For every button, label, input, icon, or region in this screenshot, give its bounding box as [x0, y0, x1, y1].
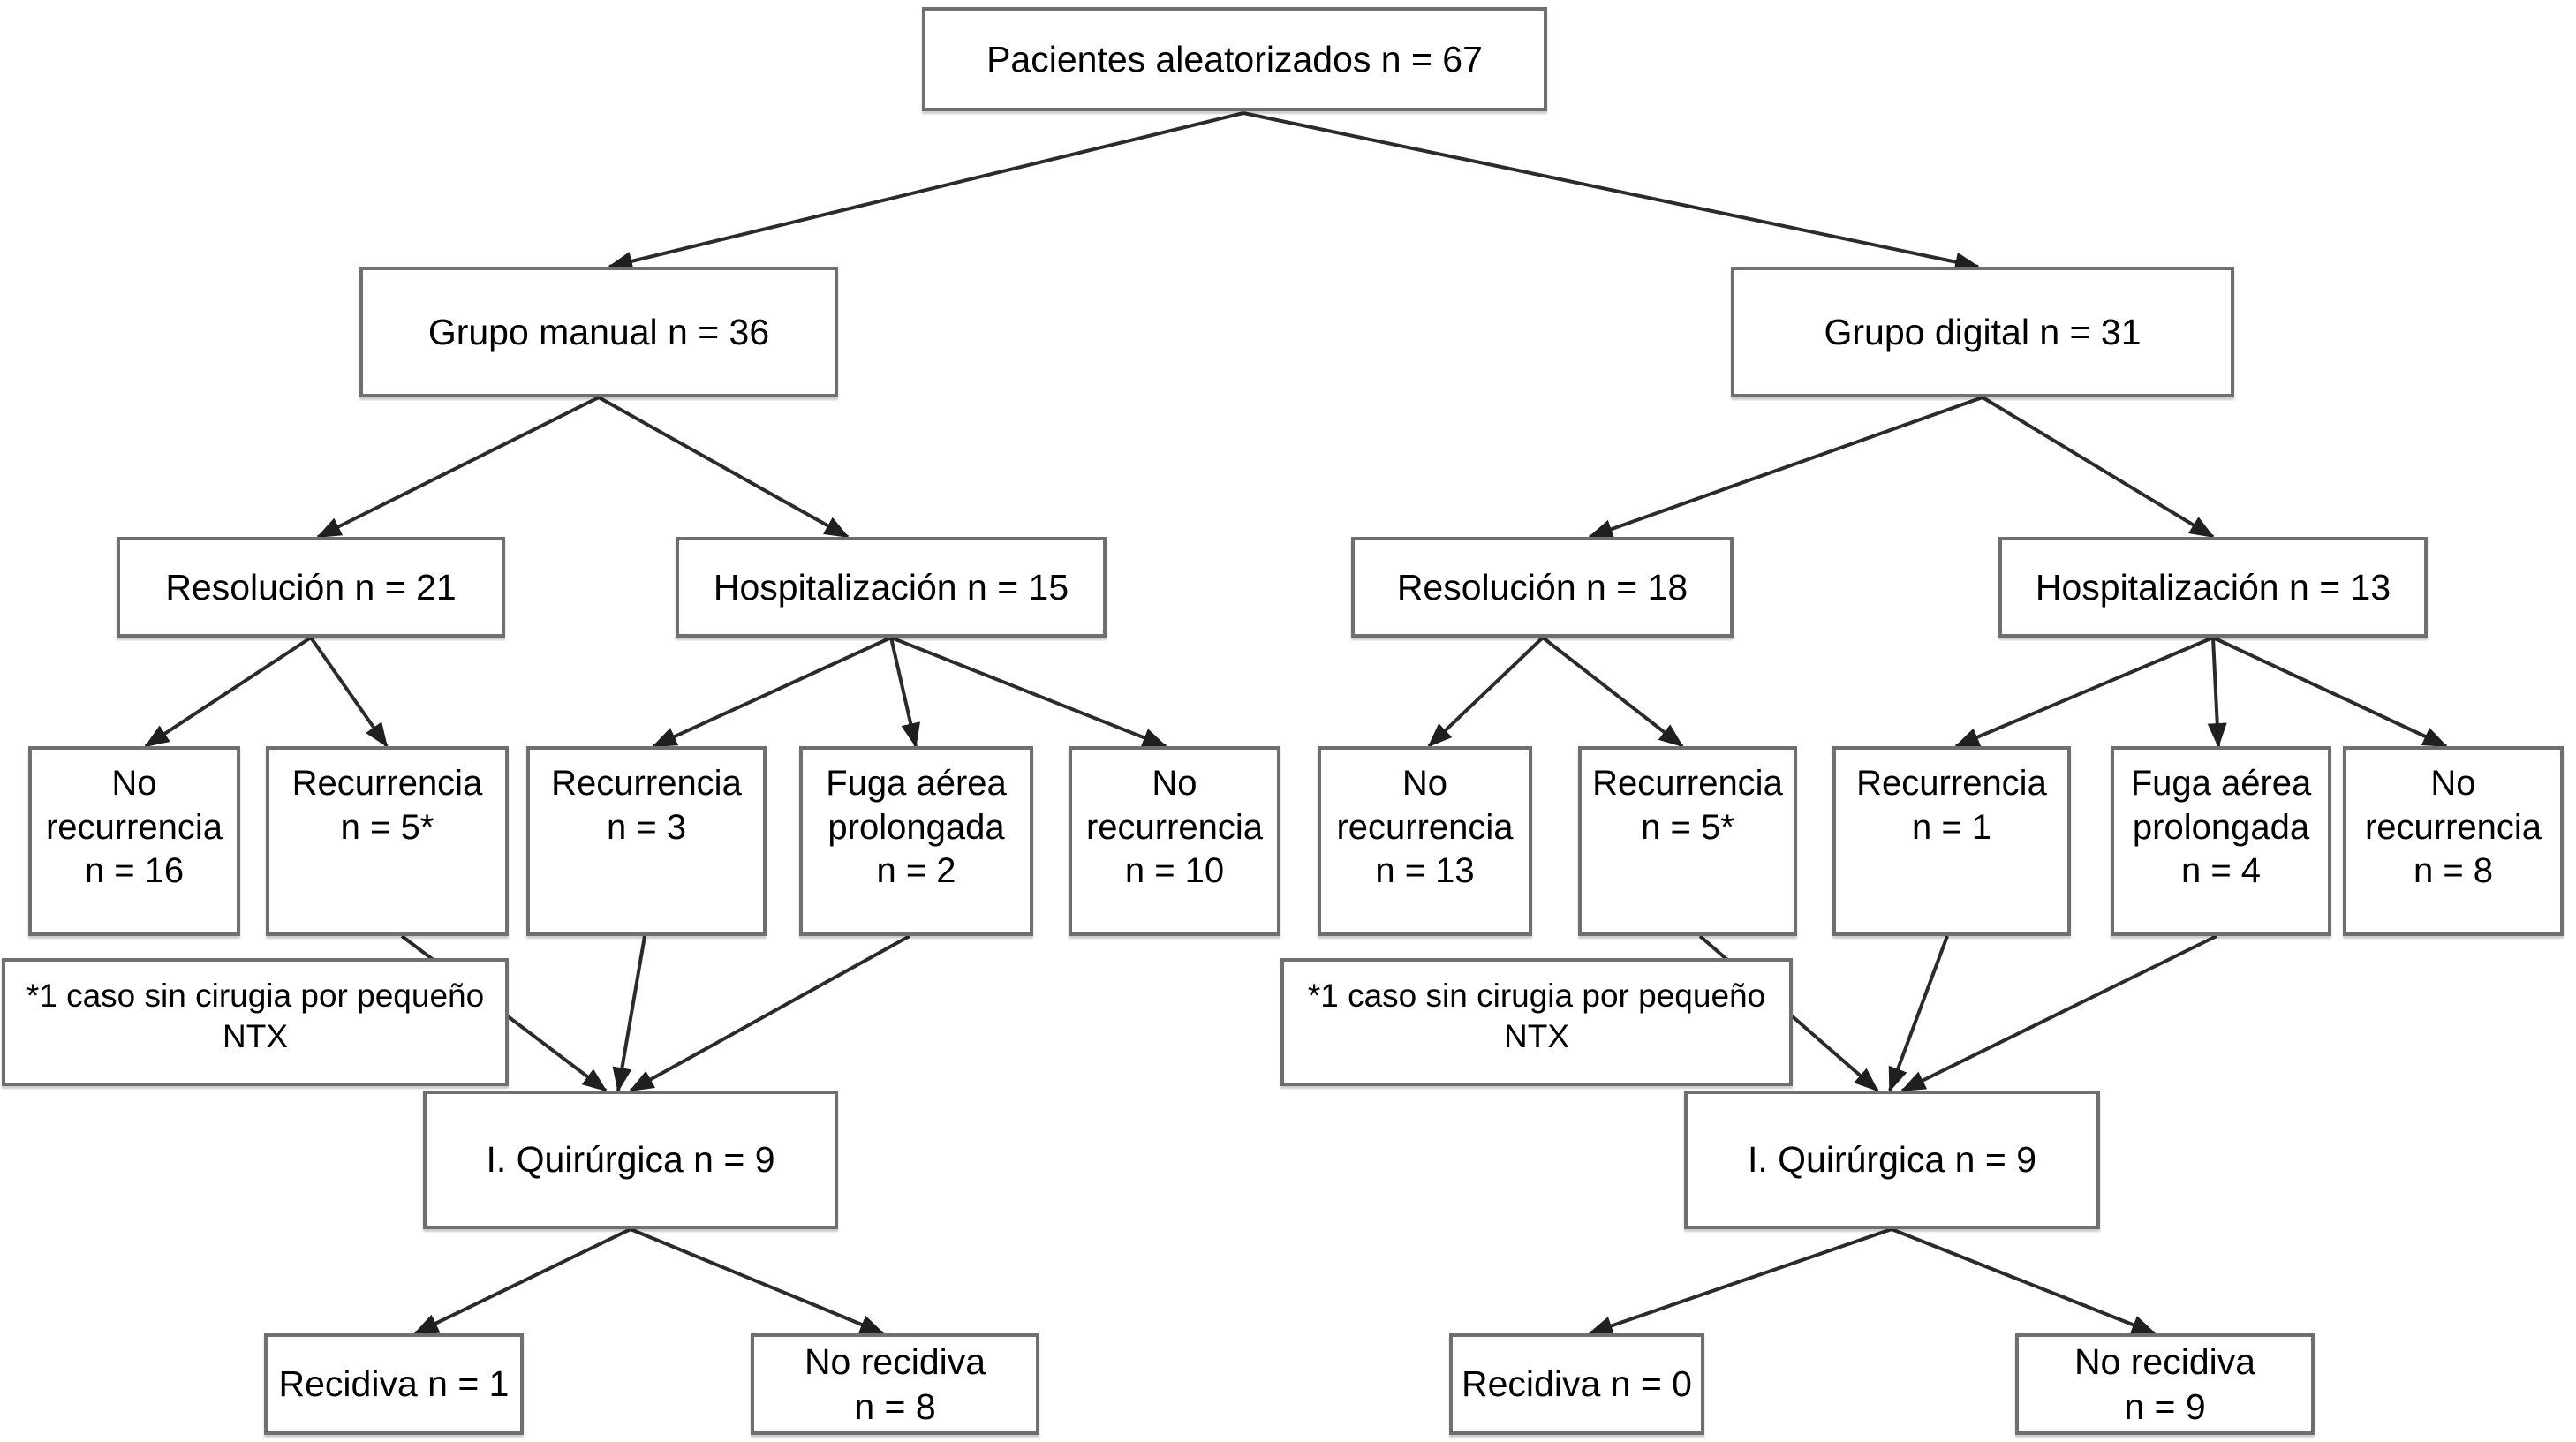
flow-node-manual-no-relapse: No recidiva n = 8	[751, 1333, 1039, 1435]
flow-node-digital-air-leak: Fuga aérea prolongada n = 4	[2111, 746, 2331, 936]
arrow-manual-surgery-to-relapse	[413, 1227, 631, 1335]
flow-node-label: No recurrencia n = 13	[1336, 764, 1514, 891]
arrow-manual-surgery-to-no-relapse	[630, 1227, 885, 1335]
flow-node-label: No recidiva n = 9	[2074, 1340, 2256, 1427]
arrow-manual-hosp-recurrence-to-surgery	[612, 935, 646, 1092]
arrow-manual-resolution-to-no-recurrence	[144, 636, 313, 748]
flow-node-digital-footnote: *1 caso sin cirugia por pequeño NTX	[1280, 958, 1793, 1086]
flow-node-digital-hosp-no-recurrence: No recurrencia n = 8	[2343, 746, 2564, 936]
arrow-digital-hosp-recurrence-to-surgery	[1888, 935, 1949, 1092]
arrow-randomized-to-digital-group	[1243, 111, 1980, 272]
flow-node-label: Recurrencia n = 1	[1856, 764, 2047, 847]
flow-node-label: Recidiva n = 1	[278, 1363, 510, 1405]
flow-node-manual-air-leak: Fuga aérea prolongada n = 2	[799, 746, 1033, 936]
flow-node-label: Fuga aérea prolongada n = 4	[2130, 764, 2312, 891]
flow-node-digital-recurrence: Recurrencia n = 5*	[1578, 746, 1797, 936]
flow-node-digital-hospitalization: Hospitalización n = 13	[1998, 537, 2428, 638]
arrow-digital-hosp-to-recurrence	[1954, 636, 2214, 748]
arrow-digital-resolution-to-recurrence	[1541, 636, 1684, 748]
flow-node-manual-resolution: Resolución n = 21	[117, 537, 505, 638]
flow-node-manual-group: Grupo manual n = 36	[359, 267, 838, 397]
flow-node-manual-hosp-no-recurrence: No recurrencia n = 10	[1069, 746, 1280, 936]
flow-node-manual-surgery: I. Quirúrgica n = 9	[423, 1091, 838, 1229]
flow-node-manual-recurrence: Recurrencia n = 5*	[266, 746, 509, 936]
flow-node-manual-hosp-recurrence: Recurrencia n = 3	[526, 746, 767, 936]
flow-node-label: Recurrencia n = 5*	[1592, 764, 1783, 847]
flow-node-digital-hosp-recurrence: Recurrencia n = 1	[1832, 746, 2071, 936]
flow-node-label: Hospitalización n = 15	[713, 566, 1069, 608]
arrow-manual-hosp-to-air-leak	[889, 637, 920, 748]
flow-node-manual-footnote: *1 caso sin cirugia por pequeño NTX	[2, 958, 509, 1086]
flow-node-label: *1 caso sin cirugia por pequeño NTX	[26, 978, 485, 1054]
flow-node-label: I. Quirúrgica n = 9	[486, 1139, 775, 1181]
arrow-manual-resolution-to-recurrence	[309, 636, 389, 748]
flow-node-label: I. Quirúrgica n = 9	[1747, 1139, 2037, 1181]
flow-node-digital-resolution: Resolución n = 18	[1351, 537, 1734, 638]
arrow-digital-group-to-hospitalization	[1981, 396, 2215, 539]
flow-node-digital-surgery: I. Quirúrgica n = 9	[1684, 1091, 2100, 1229]
arrow-manual-group-to-hospitalization	[598, 396, 850, 539]
flow-node-manual-relapse: Recidiva n = 1	[264, 1333, 524, 1435]
arrow-manual-group-to-resolution	[316, 396, 600, 539]
flow-node-digital-relapse: Recidiva n = 0	[1449, 1333, 1704, 1435]
flow-node-label: No recurrencia n = 8	[2364, 764, 2542, 891]
flow-node-label: Hospitalización n = 13	[2035, 566, 2391, 608]
arrow-digital-hosp-to-no-recurrence	[2212, 636, 2448, 748]
arrow-digital-air-leak-to-surgery	[1900, 934, 2217, 1092]
flow-node-label: Recurrencia n = 3	[551, 764, 742, 847]
flow-node-label: *1 caso sin cirugia por pequeño NTX	[1307, 978, 1766, 1054]
arrow-digital-surgery-to-no-relapse	[1891, 1227, 2157, 1335]
arrow-manual-hosp-to-no-recurrence	[890, 636, 1167, 748]
flow-node-label: No recurrencia n = 16	[45, 764, 223, 891]
arrow-digital-surgery-to-relapse	[1588, 1227, 1892, 1335]
flow-node-label: Fuga aérea prolongada n = 2	[826, 764, 1007, 891]
arrow-manual-air-leak-to-surgery	[629, 934, 910, 1092]
flow-node-label: Pacientes aleatorizados n = 67	[986, 38, 1483, 79]
flow-node-label: Grupo manual n = 36	[427, 311, 770, 352]
flow-node-label: Recidiva n = 0	[1462, 1363, 1692, 1405]
arrow-digital-resolution-to-no-recurrence	[1427, 636, 1545, 748]
flow-node-label: Recurrencia n = 5*	[291, 764, 483, 847]
flow-node-manual-hospitalization: Hospitalización n = 15	[676, 537, 1107, 638]
flow-node-label: Resolución n = 18	[1396, 566, 1688, 608]
flow-node-digital-group: Grupo digital n = 31	[1731, 267, 2234, 397]
flow-node-randomized: Pacientes aleatorizados n = 67	[922, 7, 1547, 111]
flow-node-label: Resolución n = 21	[165, 566, 457, 608]
flow-node-label: No recidiva n = 8	[804, 1340, 986, 1427]
flow-node-digital-no-relapse: No recidiva n = 9	[2015, 1333, 2315, 1435]
flow-node-label: No recurrencia n = 10	[1085, 764, 1264, 891]
arrow-digital-hosp-to-air-leak	[2207, 637, 2227, 748]
arrow-digital-group-to-resolution	[1588, 396, 1983, 539]
flow-node-label: Grupo digital n = 31	[1824, 311, 2142, 352]
flow-node-digital-no-recurrence: No recurrencia n = 13	[1318, 746, 1532, 936]
arrow-randomized-to-manual-group	[608, 111, 1244, 271]
arrow-manual-hosp-to-recurrence	[652, 636, 892, 748]
flow-node-manual-no-recurrence: No recurrencia n = 16	[28, 746, 240, 936]
